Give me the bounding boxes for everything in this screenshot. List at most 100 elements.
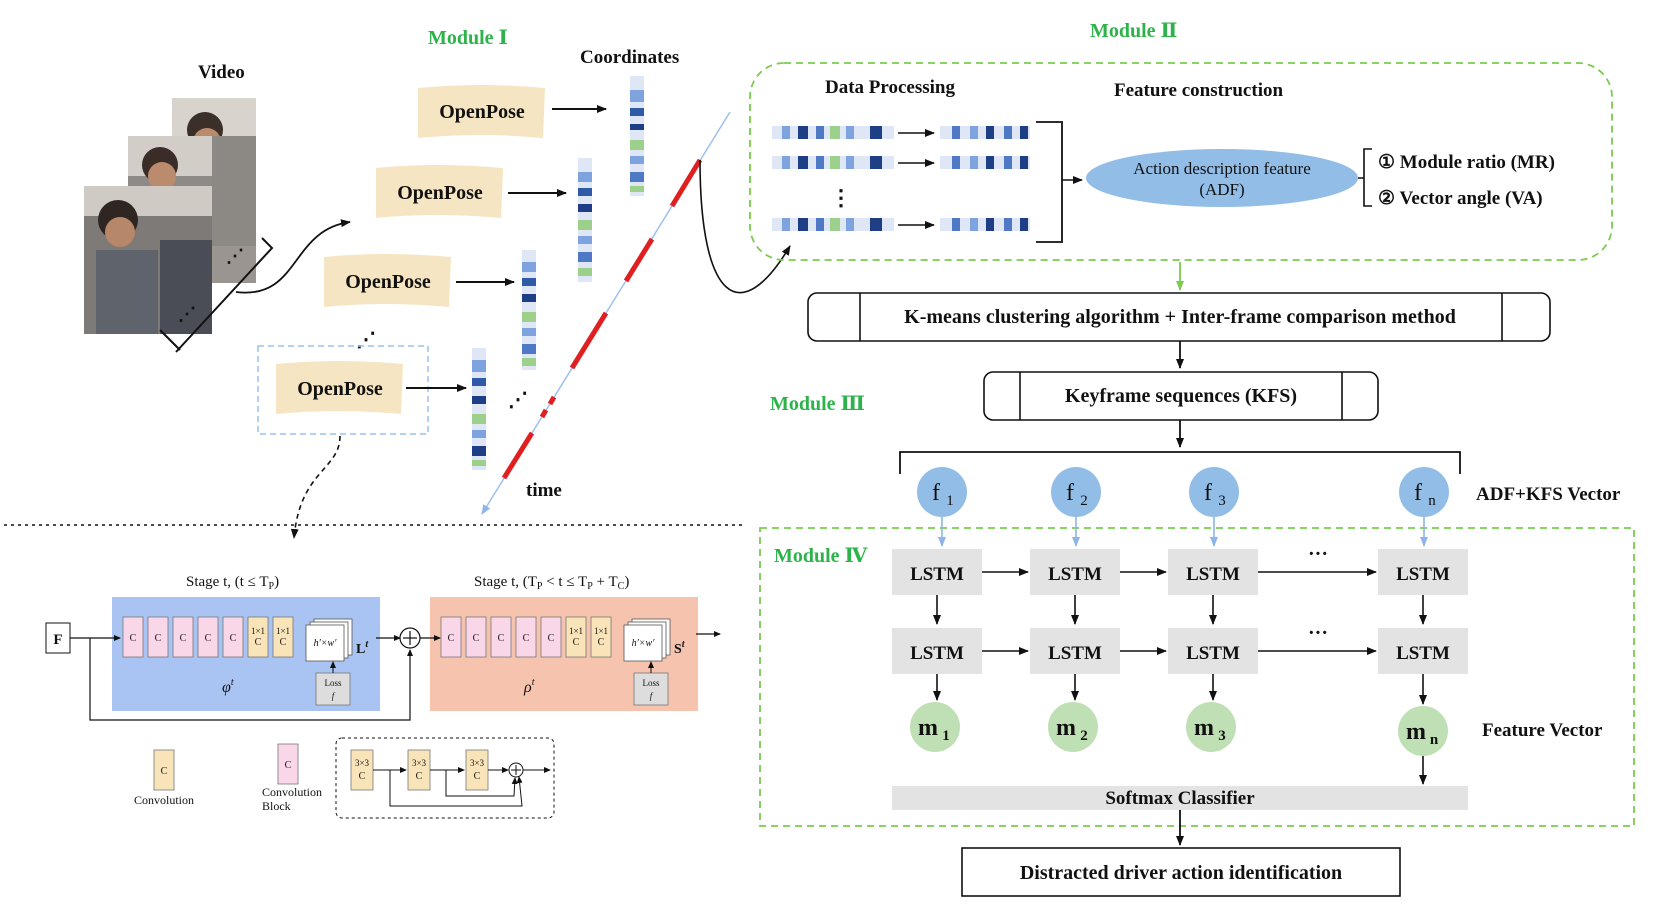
svg-text:f: f [1204,480,1212,506]
lstm-1-n: LSTM [1396,564,1450,585]
f-node-2: f 2 [1051,467,1101,517]
stage2-title: Stage t, (TP < t ≤ TP + TC) [474,574,629,592]
openpose-block-1: OpenPose [418,85,545,138]
svg-text:C: C [498,633,505,644]
svg-text:C: C [598,637,605,648]
lstm-row-2: LSTM LSTM LSTM LSTM ··· [892,622,1468,674]
svg-text:m: m [1406,719,1426,745]
legend-conv-block-2: Block [262,799,291,813]
svg-text:C: C [548,633,555,644]
module2-title: Module Ⅱ [1090,20,1177,42]
processing-rows: ⋮ [772,121,1083,243]
arch-legend: C Convolution C Convolution Block 3×3 C … [134,737,555,819]
svg-text:1: 1 [946,493,954,509]
svg-text:C: C [474,771,481,782]
svg-text:3: 3 [1218,728,1226,744]
svg-text:f: f [332,691,336,701]
phi-label: φt [222,677,234,696]
svg-text:1×1: 1×1 [594,626,608,636]
svg-text:m: m [1056,715,1076,741]
legend-conv-block-1: Convolution [262,785,322,799]
stage1-title: Stage t, (t ≤ TP) [186,574,279,592]
svg-text:C: C [130,633,137,644]
m-node-2: m 2 [1048,702,1098,752]
f-node-n: f n [1399,467,1449,517]
svg-text:n: n [1430,732,1439,748]
svg-text:1×1: 1×1 [569,626,583,636]
kfs-label: Keyframe sequences (KFS) [1065,385,1297,407]
S-output: St [674,639,686,657]
svg-text:C: C [161,766,168,777]
kmeans-label: K-means clustering algorithm + Inter-fra… [904,306,1456,328]
svg-text:m: m [918,715,938,741]
frames-ellipsis-right: ⋰ [226,246,244,266]
svg-text:C: C [523,633,530,644]
lstm-row-1: LSTM LSTM LSTM LSTM ··· [892,543,1468,595]
svg-text:C: C [416,771,423,782]
svg-text:C: C [280,637,287,648]
kfs-box: Keyframe sequences (KFS) [983,371,1379,421]
m-node-1: m 1 [910,702,960,752]
module1-title: Module Ⅰ [428,27,508,49]
feature-vector-label: Feature Vector [1482,720,1603,741]
adf-line2: (ADF) [1199,180,1244,199]
kmeans-box: K-means clustering algorithm + Inter-fra… [807,292,1551,342]
output-label: Distracted driver action identification [1020,862,1342,884]
adf-line1: Action description feature [1133,159,1311,178]
mr-label: ① Module ratio (MR) [1378,152,1555,173]
data-processing-label: Data Processing [825,77,955,98]
svg-text:C: C [230,633,237,644]
svg-text:C: C [473,633,480,644]
svg-text:1: 1 [942,728,950,744]
lstm-ellipsis-2: ··· [1308,622,1328,644]
video-frame-1 [84,186,212,334]
svg-text:Loss: Loss [324,678,342,688]
video-frames: ⋰ ⋰ [84,98,351,353]
m-node-n: m n [1398,706,1448,756]
coordinates-label: Coordinates [580,47,679,68]
lstm-1-3: LSTM [1186,564,1240,585]
openpose-block-3: OpenPose [324,254,451,307]
rho-label: ρt [523,677,535,696]
time-axis: time [481,111,731,515]
svg-text:f: f [1414,480,1422,506]
rows-ellipsis: ⋮ [830,185,852,210]
lstm-2-2: LSTM [1048,643,1102,664]
softmax-bar: Softmax Classifier [892,786,1468,810]
module4-title: Module Ⅳ [774,545,868,567]
time-label: time [526,480,562,501]
svg-text:C: C [205,633,212,644]
m-node-3: m 3 [1186,702,1236,752]
f-node-3: f 3 [1189,467,1239,517]
svg-text:2: 2 [1080,728,1088,744]
svg-text:C: C [180,633,187,644]
openpose-label-2: OpenPose [397,182,483,204]
svg-text:1×1: 1×1 [276,626,290,636]
lstm-2-n: LSTM [1396,643,1450,664]
openpose-architecture: Stage t, (t ≤ TP) Stage t, (TP < t ≤ TP … [45,574,721,819]
softmax-label: Softmax Classifier [1105,788,1255,809]
svg-text:f: f [1066,480,1074,506]
L-output: Lt [356,639,369,657]
coordinate-vector-2 [578,158,592,282]
openpose-block-4: OpenPose [257,345,429,435]
svg-text:3: 3 [1218,493,1226,509]
adf-ellipse: Action description feature (ADF) [1086,149,1358,207]
openpose-ellipsis: ⋰ [356,329,376,351]
module3-title: Module Ⅲ [770,393,865,415]
svg-text:h′×w′: h′×w′ [314,638,338,649]
svg-text:3×3: 3×3 [470,758,485,768]
lstm-2-1: LSTM [910,643,964,664]
feature-construction-label: Feature construction [1114,80,1283,101]
f-node-1: f 1 [917,467,967,517]
openpose-label-1: OpenPose [439,101,525,123]
svg-text:m: m [1194,715,1214,741]
stage2-conv-blocks: C C C C C 1×1 C 1×1 C h′×w′ St ρt Loss f [440,616,686,706]
svg-text:n: n [1428,493,1436,509]
lstm-1-2: LSTM [1048,564,1102,585]
output-box: Distracted driver action identification [961,847,1401,897]
svg-text:f: f [650,691,654,701]
svg-text:C: C [155,633,162,644]
openpose-label-4: OpenPose [297,378,383,400]
va-label: ② Vector angle (VA) [1378,188,1543,209]
